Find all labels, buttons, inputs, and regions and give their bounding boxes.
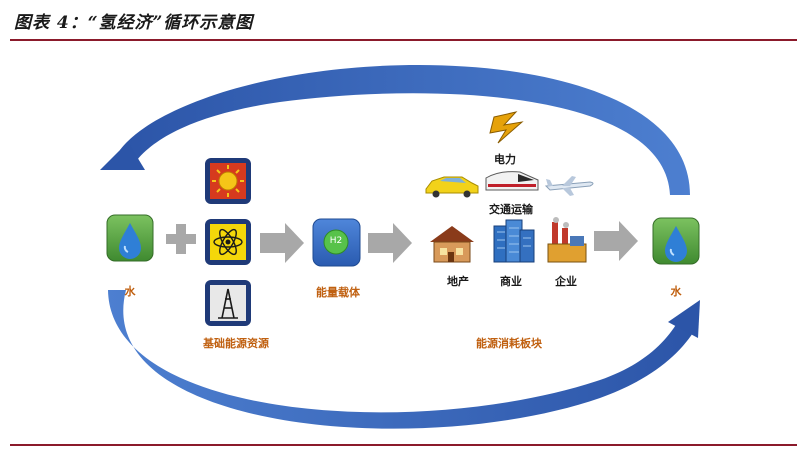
energy-sources-label: 基础能源资源 bbox=[203, 337, 269, 350]
train-icon bbox=[485, 171, 539, 191]
transport-label: 交通运输 bbox=[489, 203, 533, 216]
car-icon bbox=[425, 176, 479, 198]
airplane-icon bbox=[544, 176, 594, 196]
water-drop-icon bbox=[652, 217, 700, 265]
flow-arrow-2 bbox=[368, 223, 412, 263]
real-estate-label: 地产 bbox=[447, 275, 469, 288]
water-left-label: 水 bbox=[124, 285, 136, 298]
bottom-divider bbox=[10, 444, 797, 446]
office-buildings-icon bbox=[493, 219, 535, 263]
electricity-label: 电力 bbox=[494, 153, 516, 166]
plus-icon bbox=[166, 224, 196, 254]
flow-arrow-3 bbox=[594, 221, 638, 261]
house-icon bbox=[430, 226, 474, 263]
top-divider bbox=[10, 39, 797, 41]
energy-sectors-label: 能源消耗板块 bbox=[476, 337, 542, 350]
factory-icon bbox=[547, 217, 587, 263]
water-drop-icon bbox=[106, 214, 154, 262]
enterprise-label: 企业 bbox=[555, 275, 577, 288]
oil-rig-icon bbox=[205, 280, 251, 326]
cycle-arrow-bottom bbox=[108, 290, 700, 429]
water-right-label: 水 bbox=[670, 285, 682, 298]
sun-icon bbox=[205, 158, 251, 204]
lightning-icon bbox=[489, 111, 524, 144]
cycle-arrow-top bbox=[100, 64, 690, 195]
commerce-label: 商业 bbox=[500, 275, 522, 288]
carrier-label: 能量载体 bbox=[316, 286, 360, 299]
h2-badge-text: H2 bbox=[329, 236, 343, 246]
h2-carrier-icon bbox=[312, 218, 361, 267]
figure-title: 图表 4：“氢经济”循环示意图 bbox=[14, 13, 254, 33]
atom-icon bbox=[205, 219, 251, 265]
flow-arrow-1 bbox=[260, 223, 304, 263]
